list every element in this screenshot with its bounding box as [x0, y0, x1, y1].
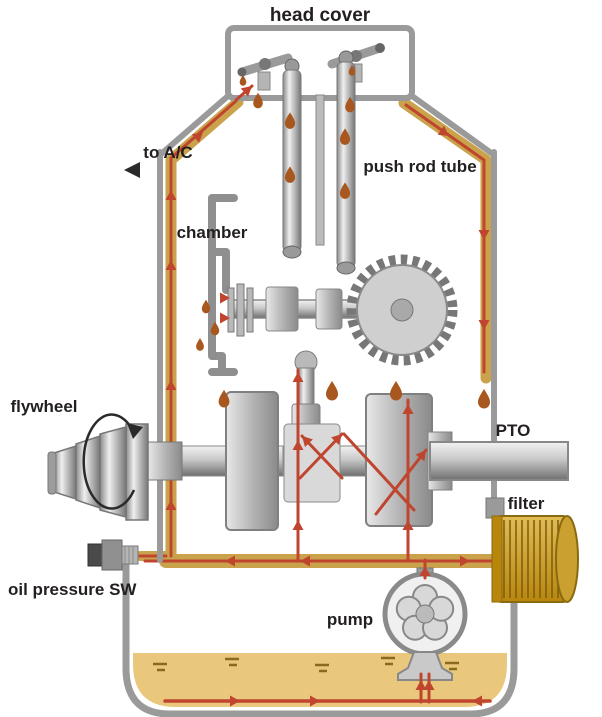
crankshaft-assembly	[167, 391, 569, 531]
oil-pressure-switch	[87, 539, 139, 571]
flywheel-assembly	[47, 413, 183, 521]
camshaft-assembly	[227, 254, 458, 366]
lifter	[291, 350, 321, 427]
adjuster-nut-left	[237, 67, 247, 77]
cam-journal	[265, 286, 299, 332]
tube-cap-left	[282, 245, 302, 259]
crank-web-left	[225, 391, 279, 531]
labels: head cover to A/C push rod tube chamber …	[8, 5, 545, 629]
switch-body	[101, 539, 123, 571]
cam-lobe	[315, 288, 343, 330]
oil-passages	[135, 96, 507, 568]
flywheel-band	[99, 426, 127, 518]
right-slope-wall	[409, 93, 497, 158]
left-slope-wall	[157, 93, 231, 158]
slinger-plate	[236, 283, 245, 337]
flywheel-band	[125, 423, 149, 521]
crank-shaft-mid	[335, 445, 371, 477]
oil-drop-icon	[196, 338, 204, 351]
flywheel-band	[53, 444, 77, 501]
rocker-stand-left	[257, 71, 271, 91]
rotation-arrow	[82, 413, 136, 510]
label-to-ac: to A/C	[143, 143, 192, 162]
crank-pin-block	[283, 423, 341, 503]
flywheel-hub	[147, 441, 183, 481]
oil-pump	[382, 567, 468, 681]
cam-gear-hub	[390, 298, 414, 322]
label-pto: PTO	[496, 421, 531, 440]
lifter-guide	[291, 403, 321, 427]
label-flywheel: flywheel	[10, 397, 77, 416]
oil-drop-icon	[478, 389, 490, 409]
switch-cap	[87, 543, 103, 567]
inner-rod	[315, 94, 325, 246]
switch-thread	[121, 545, 139, 565]
head-cover-box	[225, 25, 415, 101]
oil-drop-icon	[326, 381, 338, 401]
slinger-plate	[227, 287, 235, 333]
flywheel-tip	[47, 451, 57, 495]
to-ac-arrow-icon	[124, 162, 140, 178]
filter-left-cap	[491, 515, 503, 603]
push-rod-tube-left	[282, 69, 302, 253]
pto-shaft	[429, 441, 569, 481]
tube-cap-right	[336, 261, 356, 275]
chamber-casting	[208, 194, 238, 376]
engine-case	[157, 25, 497, 563]
label-oil-pressure-sw: oil pressure SW	[8, 580, 137, 599]
oil-flow-lines	[163, 84, 492, 704]
cam-gear-teeth	[346, 254, 458, 366]
label-filter: filter	[508, 494, 545, 513]
label-chamber: chamber	[177, 223, 248, 242]
slinger-plate	[246, 287, 254, 333]
filter-pleats	[503, 520, 559, 598]
lifter-body	[297, 367, 315, 409]
push-rod-tube-right	[336, 61, 356, 269]
thread-lines	[124, 546, 134, 564]
pump-hub	[415, 604, 435, 624]
oil-drop-icon	[390, 381, 402, 401]
label-pump: pump	[327, 610, 373, 629]
label-head-cover: head cover	[270, 5, 371, 26]
pump-pickup	[397, 651, 453, 681]
rotation-arrowhead-icon	[127, 423, 143, 439]
oil-filter	[485, 497, 579, 603]
push-rod-tubes	[282, 50, 356, 275]
crank-web-right	[365, 393, 433, 527]
oil-surface-ripples	[153, 656, 459, 673]
label-push-rod-tube: push rod tube	[363, 157, 476, 176]
filter-end-cap	[555, 515, 579, 603]
rocker-pivot-left	[259, 58, 271, 70]
flywheel-band	[75, 434, 101, 510]
adjuster-nut-right	[375, 43, 385, 53]
